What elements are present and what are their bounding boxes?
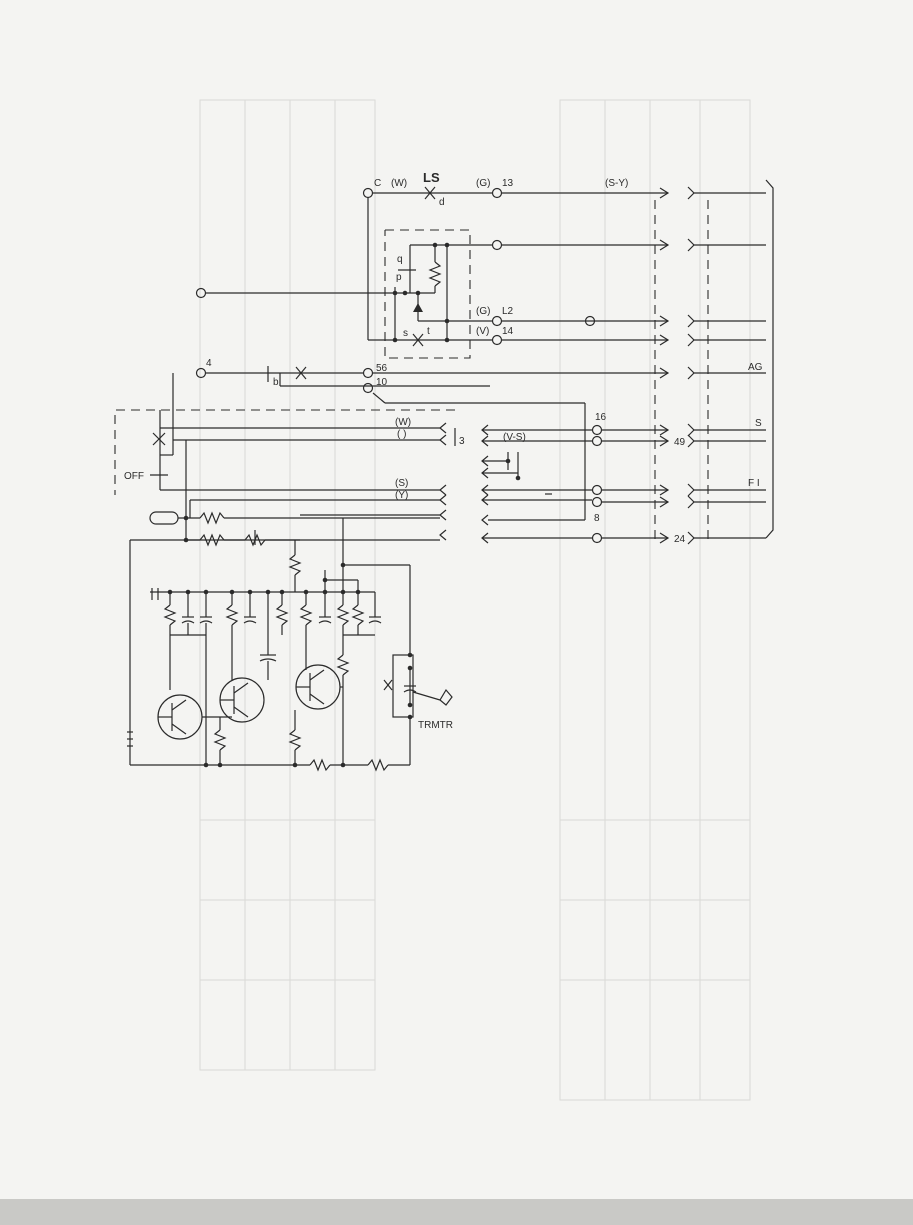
- svg-text:OFF: OFF: [124, 471, 144, 482]
- svg-text:(V): (V): [476, 326, 489, 337]
- terminal-left: [197, 289, 206, 298]
- svg-text:(V-S): (V-S): [503, 432, 526, 443]
- svg-text:b: b: [273, 377, 279, 388]
- svg-text:p: p: [396, 272, 402, 283]
- svg-text:q: q: [397, 254, 403, 265]
- svg-text:56: 56: [376, 363, 388, 374]
- terminal-49: [593, 437, 602, 446]
- svg-text:10: 10: [376, 377, 388, 388]
- svg-text:F I: F I: [748, 478, 760, 489]
- svg-text:24: 24: [674, 534, 686, 545]
- svg-text:49: 49: [674, 437, 686, 448]
- svg-text:L2: L2: [502, 306, 514, 317]
- terminal-13: [493, 189, 502, 198]
- lamp-icon: [150, 512, 178, 524]
- svg-text:(S-Y): (S-Y): [605, 178, 628, 189]
- label-ls: LS: [423, 170, 440, 185]
- svg-text:AG: AG: [748, 362, 763, 373]
- footer-band: [0, 1199, 913, 1225]
- terminal-c: [364, 189, 373, 198]
- terminal-16: [593, 426, 602, 435]
- terminal-8: [593, 498, 602, 507]
- terminal-24: [593, 534, 602, 543]
- transmitter: [384, 653, 452, 765]
- svg-text:s: s: [403, 328, 408, 339]
- svg-text:3: 3: [459, 436, 465, 447]
- ls-circuit: [364, 187, 767, 340]
- svg-text:14: 14: [502, 326, 514, 337]
- svg-text:d: d: [439, 197, 445, 208]
- relay-circuit: [197, 230, 767, 358]
- svg-text:(S): (S): [395, 478, 408, 489]
- horn-icon: [413, 690, 452, 705]
- svg-text:8: 8: [594, 513, 600, 524]
- svg-text:16: 16: [595, 412, 607, 423]
- svg-text:C: C: [374, 178, 381, 189]
- svg-text:(W): (W): [391, 178, 407, 189]
- terminal-56: [364, 369, 373, 378]
- oscillator-circuit: [127, 518, 410, 770]
- svg-text:TRMTR: TRMTR: [418, 720, 453, 731]
- svg-text:(W): (W): [395, 417, 411, 428]
- svg-text:13: 13: [502, 178, 514, 189]
- svg-text:S: S: [755, 418, 762, 429]
- svg-text:t: t: [427, 326, 430, 337]
- svg-text:4: 4: [206, 358, 212, 369]
- svg-text:(G): (G): [476, 178, 490, 189]
- terminal-10: [364, 384, 373, 393]
- svg-text:(G): (G): [476, 306, 490, 317]
- svg-text:( ): ( ): [397, 429, 406, 440]
- svg-text:(Y): (Y): [395, 490, 408, 501]
